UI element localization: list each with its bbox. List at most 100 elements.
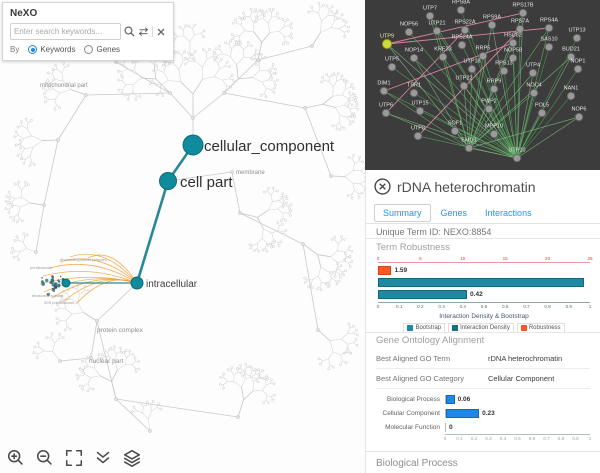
gene-node-DIM1[interactable] (379, 86, 389, 96)
gene-label: UTP6 (379, 103, 393, 109)
gene-node-MPP10[interactable] (489, 129, 499, 139)
tab-genes[interactable]: Genes (440, 208, 468, 218)
tab-summary[interactable]: Summary (374, 204, 431, 222)
gene-node-UTP22[interactable] (459, 81, 469, 91)
radio-keywords[interactable]: Keywords (28, 45, 75, 54)
gene-node-UTP6[interactable] (381, 108, 391, 118)
gene-node-RPS7A[interactable] (515, 24, 525, 34)
gene-node-RPS22A[interactable] (460, 25, 470, 35)
gene-node-UTP15[interactable] (415, 106, 425, 116)
tree-label: cellular_component (204, 138, 335, 155)
gene-label: SAS10 (540, 37, 557, 43)
gene-label: NOP1 (571, 59, 586, 65)
gene-node-HSC82[interactable] (508, 38, 518, 48)
gene-node-RPS8A[interactable] (456, 5, 466, 15)
icon-separator (152, 26, 153, 37)
gene-node-NAN1[interactable] (566, 91, 576, 101)
gene-node-UTP8[interactable] (413, 131, 423, 141)
layers-button[interactable] (122, 448, 142, 468)
gene-label: HSC82 (504, 33, 522, 39)
zoom-in-button[interactable] (6, 448, 26, 468)
tree-label: nuclear part (89, 358, 124, 365)
gene-label: RPS9A (483, 15, 501, 21)
gene-node-EMG1[interactable] (464, 143, 474, 153)
gene-label: POL5 (535, 103, 549, 109)
gene-node-NOP56[interactable] (404, 27, 414, 37)
tree-label: intracellular (146, 279, 198, 290)
divider (366, 332, 600, 333)
term-node-cell-part[interactable] (159, 172, 177, 190)
gene-node-NOP6[interactable] (574, 112, 584, 122)
gene-node-TSR1[interactable] (409, 88, 419, 98)
fit-to-screen-button[interactable] (64, 448, 84, 468)
gene-node-RPS13[interactable] (499, 66, 509, 76)
tree-label: ribonucleoprotein complex (60, 257, 107, 262)
gene-node-UTP13[interactable] (572, 33, 582, 43)
gene-node-RPS9A[interactable] (487, 20, 497, 30)
close-icon[interactable] (374, 178, 391, 195)
gene-node-NOP1[interactable] (573, 64, 583, 74)
clear-search-icon[interactable] (156, 27, 166, 37)
gene-node-KRE33[interactable] (438, 52, 448, 62)
gene-label: BUD21 (562, 47, 580, 53)
search-input[interactable] (10, 23, 121, 40)
gene-label: MPP10 (485, 124, 503, 130)
search-icon[interactable] (124, 26, 135, 37)
bar-robustness (378, 266, 392, 275)
zoom-out-button[interactable] (35, 448, 55, 468)
gene-label: UTP4 (526, 63, 540, 69)
gene-node-UTP10[interactable] (512, 153, 522, 163)
app-title: NeXO (10, 8, 38, 19)
gene-label: UTP9 (380, 34, 394, 40)
gene-node-SOF1[interactable] (450, 126, 460, 136)
gene-node-UTP21[interactable] (432, 26, 442, 36)
tab-interactions[interactable]: Interactions (485, 208, 532, 218)
gene-label: RPS17B (512, 3, 533, 9)
term-node-intracellular[interactable] (130, 276, 144, 290)
tree-toolbar (6, 448, 142, 468)
gene-node-BUD21[interactable] (566, 52, 576, 62)
gene-node-RPS4A[interactable] (544, 23, 554, 33)
gene-label: PWP2 (481, 99, 497, 105)
gene-node-PWP2[interactable] (484, 104, 494, 114)
tree-label: protein complex (97, 327, 144, 334)
gene-node-RPS24A[interactable] (457, 40, 467, 50)
gene-node-SAS10[interactable] (544, 42, 554, 52)
reset-search-icon[interactable] (138, 26, 149, 37)
tree-label: ribosomal subunit (32, 293, 64, 298)
gene-node-RPS17B[interactable] (518, 8, 528, 18)
robustness-axis-label: Interaction Density & Bootstrap (439, 313, 529, 320)
gene-label: RPS13 (495, 61, 512, 67)
term-node-cellular_component[interactable] (182, 134, 204, 156)
gene-node-NOC4[interactable] (529, 88, 539, 98)
gene-node-RRP9[interactable] (489, 84, 499, 94)
gene-label: NOP6 (572, 107, 587, 113)
gene-label: UTP13 (568, 28, 585, 34)
gene-node-NOP14[interactable] (409, 53, 419, 63)
gene-label: UTP10 (508, 148, 525, 154)
term-title: rDNA heterochromatin (397, 178, 536, 195)
radio-genes[interactable]: Genes (84, 45, 120, 54)
gene-node-UTP9[interactable] (382, 39, 392, 49)
gene-node-UTP4[interactable] (528, 68, 538, 78)
bar-interaction-density (378, 278, 584, 287)
gene-node-POL5[interactable] (537, 108, 547, 118)
detail-tabs: Summary Genes Interactions (366, 203, 600, 224)
gene-node-NOP58[interactable] (508, 53, 518, 63)
gene-node-RRP5[interactable] (478, 51, 488, 61)
gene-label: UTP8 (411, 126, 425, 132)
gene-node-UTP7[interactable] (425, 11, 435, 21)
gene-node-UTP18[interactable] (467, 64, 477, 74)
term-node-selected-term-cluster[interactable] (61, 278, 71, 288)
gene-node-UTP5[interactable] (387, 62, 397, 72)
expand-levels-button[interactable] (93, 448, 113, 468)
bar-biological-process (446, 394, 455, 404)
